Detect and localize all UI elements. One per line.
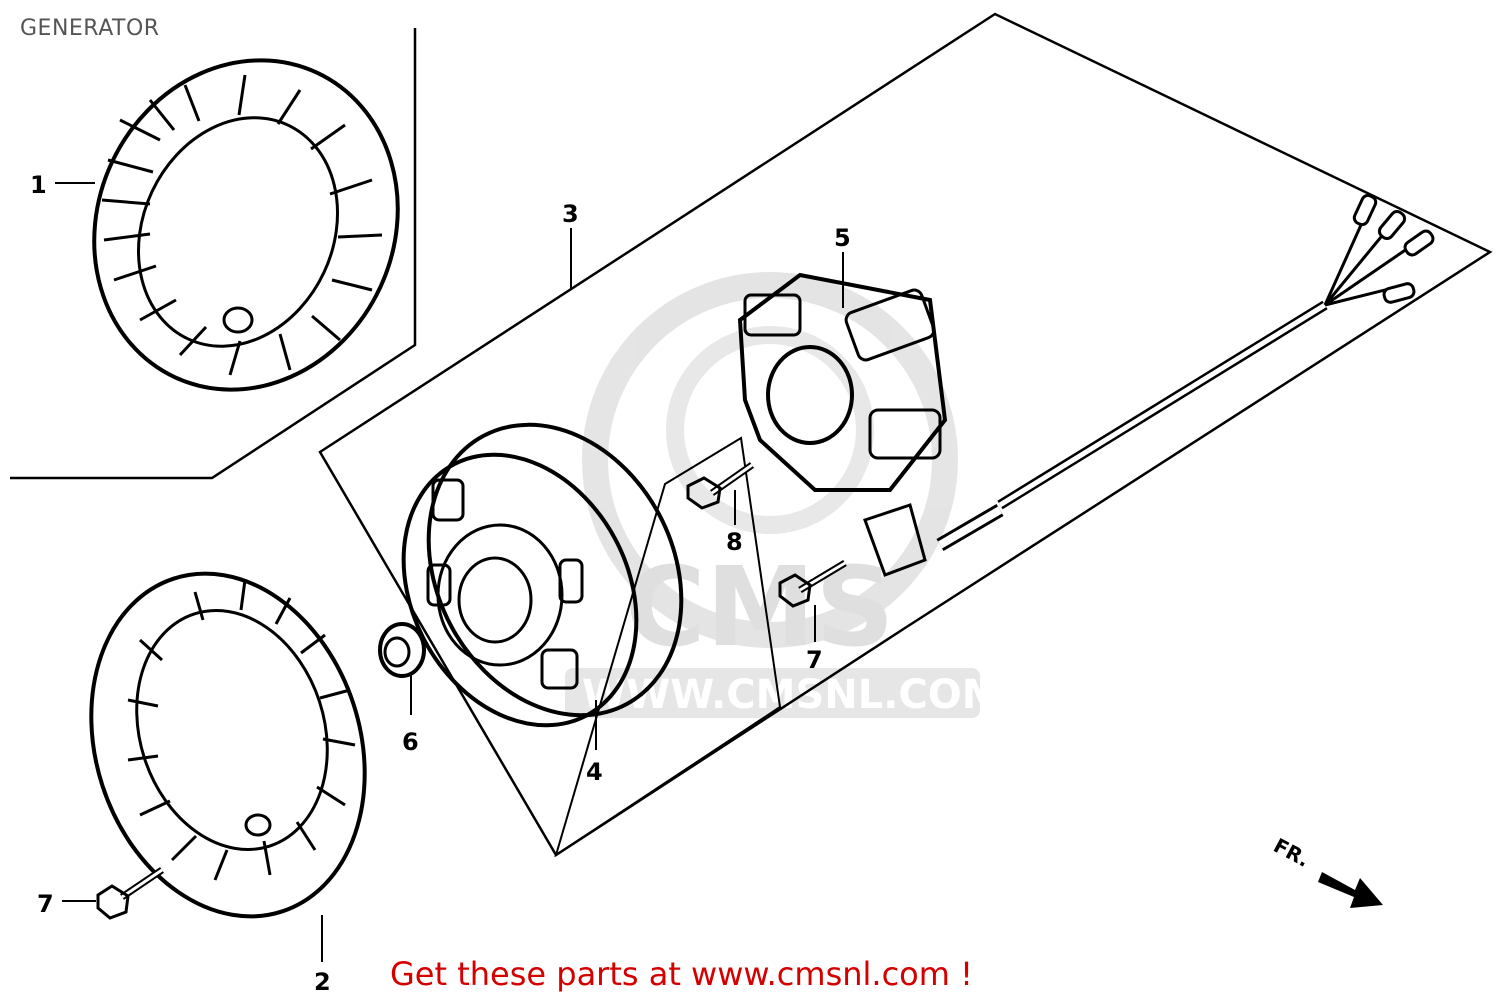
- callout-6: 6: [402, 728, 419, 756]
- flange-bolt-7-upper: [778, 559, 847, 608]
- flange-bolt-7-lower: [96, 867, 164, 920]
- page-title: GENERATOR: [20, 16, 160, 41]
- callout-3: 3: [562, 200, 579, 228]
- callout-4: 4: [586, 758, 603, 786]
- assembly-3-outline: [318, 12, 1493, 857]
- cooling-fan: [92, 58, 400, 392]
- bolt-8-box: [554, 436, 782, 858]
- flange-nut: [378, 622, 426, 678]
- callout-8: 8: [726, 528, 743, 556]
- callout-7-lower: 7: [37, 890, 54, 918]
- footer-link[interactable]: Get these parts at www.cmsnl.com !: [390, 955, 973, 993]
- front-direction-marker: FR.: [1270, 833, 1383, 908]
- callout-1: 1: [30, 171, 47, 199]
- arrow-icon: [1318, 872, 1383, 908]
- callout-5: 5: [834, 224, 851, 252]
- stator-assembly: [737, 193, 1435, 577]
- fan-cover: [89, 571, 367, 919]
- part-1-bracket: [10, 28, 417, 480]
- front-label: FR.: [1270, 833, 1314, 872]
- callout-2: 2: [314, 968, 331, 996]
- flange-bolt-8: [686, 462, 755, 510]
- watermark-url: WWW.CMSNL.COM: [582, 672, 1002, 718]
- callout-7-upper: 7: [806, 646, 823, 674]
